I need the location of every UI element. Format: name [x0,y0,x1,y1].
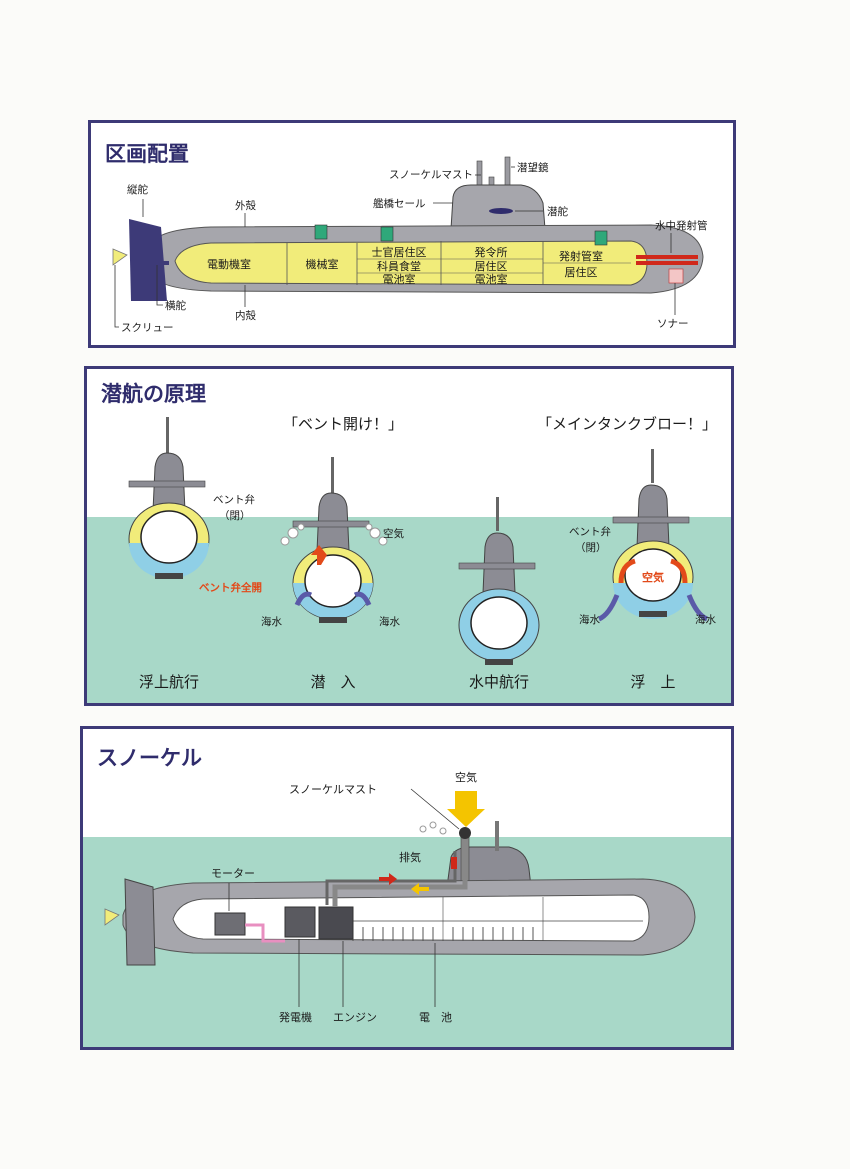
leader-screw [114,265,119,328]
air-label-1: 空気 [383,527,404,540]
screw-callout: スクリュー [121,322,174,334]
air-intake-arrow [447,791,485,827]
battery-room-2-label: 電池室 [475,272,508,286]
vent-valve-closed-label-1: ベント弁 [213,493,255,506]
motor-room-label: 電動機室 [207,257,251,271]
vent-valve-open-label: ベント弁全開 [199,581,262,594]
air-label-2: 空気 [642,570,664,584]
exhaust-bubble-2 [429,821,437,829]
torpedo-tube-callout: 水中発射管 [655,219,708,232]
outer-hull-callout: 外殻 [235,199,256,212]
vertical-rudder [129,219,167,301]
horizontal-rudder [147,261,169,265]
layout-title: 区画配置 [105,142,189,166]
inner-hull-callout: 内殻 [235,309,256,322]
horizontal-rudder-callout: 横舵 [165,299,186,312]
officer-quarters-label: 士官居住区 [372,245,427,259]
screw [112,248,128,266]
closed-label-1: （閉） [219,510,251,522]
exhaust-bubble-3 [439,827,447,835]
seawater-label-4: 海水 [695,613,716,626]
control-room-label: 発令所 [475,245,508,259]
generator [284,906,316,938]
state-label-2: 潜 入 [310,673,355,691]
closed-label-2: （閉） [575,542,607,554]
power-cable [245,923,285,943]
exhaust-flow-arrow [379,873,397,885]
machinery-room-label: 機械室 [306,257,339,271]
air-flow-arrow [411,883,429,895]
torpedo-tube-top [636,255,698,259]
torpedo-room-label: 発射管室 [559,249,603,263]
blow-command: 「メインタンクブロー！」 [537,415,717,433]
periscope-mast [504,156,511,186]
battery-label: 電 池 [419,1011,452,1024]
sail-callout: 艦橋セール [373,197,426,210]
snorkel-panel: スノーケル 空気 排気 スノーケルマスト モーター [80,726,734,1050]
snorkel-screw [104,908,120,926]
state-label-1: 浮上航行 [139,673,199,691]
state-label-4: 浮 上 [630,673,675,691]
compartment-layout-panel: 区画配置 電動機室 機械室 士官居住区 科員食堂 電池室 発令所 居住区 電池室… [88,120,736,348]
motor-label: モーター [211,867,255,880]
vent-command: 「ベント開け！」 [283,415,403,433]
motor [214,912,246,936]
seawater-label-3: 海水 [579,613,600,626]
leader-snorkel-mast [410,788,460,830]
vent-valve-closed-label-2: ベント弁 [569,525,611,538]
hatch-2 [380,226,394,242]
snorkel-rudder [124,878,156,966]
sonar-array [668,268,684,284]
periscope-mast [495,821,499,851]
hatch-3 [594,230,608,246]
snorkel-head [459,827,471,839]
crew-quarters-1-label: 居住区 [475,259,508,273]
air-label: 空気 [455,770,477,784]
sail [450,184,546,230]
diving-plane-callout: 潜舵 [547,205,568,218]
exhaust-label: 排気 [399,850,421,864]
galley-label: 科員食堂 [377,259,421,273]
sub-diving [280,457,388,623]
torpedo-tube-bottom [636,261,698,265]
seawater-label-1: 海水 [261,615,282,628]
hatch-1 [314,224,328,240]
snorkel-mast-label: スノーケルマスト [289,783,377,796]
vertical-rudder-callout: 縦舵 [127,183,148,196]
seawater-label-2: 海水 [379,615,400,628]
air-duct [332,851,468,907]
engine-label: エンジン [333,1011,377,1024]
leader-horizontal-rudder [156,265,163,306]
snorkel-mast [476,160,483,186]
diving-plane [489,208,513,214]
exhaust-up-arrow [451,857,457,869]
snorkel-title: スノーケル [97,746,202,770]
battery-room-1-label: 電池室 [383,272,416,286]
sub-surfacing [597,449,709,622]
generator-label: 発電機 [279,1010,312,1024]
diving-title: 潜航の原理 [101,382,206,406]
diving-principle-panel: 潜航の原理 「ベント開け！」 「メインタンクブロー！」 ベント弁 （閉） 空気 … [84,366,734,706]
periscope-callout: 潜望鏡 [517,161,549,174]
sub-submerged [458,497,540,665]
exhaust-bubble-1 [419,825,427,833]
state-label-3: 水中航行 [469,673,529,691]
crew-quarters-2-label: 居住区 [565,265,598,279]
sonar-callout: ソナー [657,318,689,330]
snorkel-mast-callout: スノーケルマスト [389,169,473,181]
sub-surfaced [128,417,210,579]
engine [318,906,354,940]
